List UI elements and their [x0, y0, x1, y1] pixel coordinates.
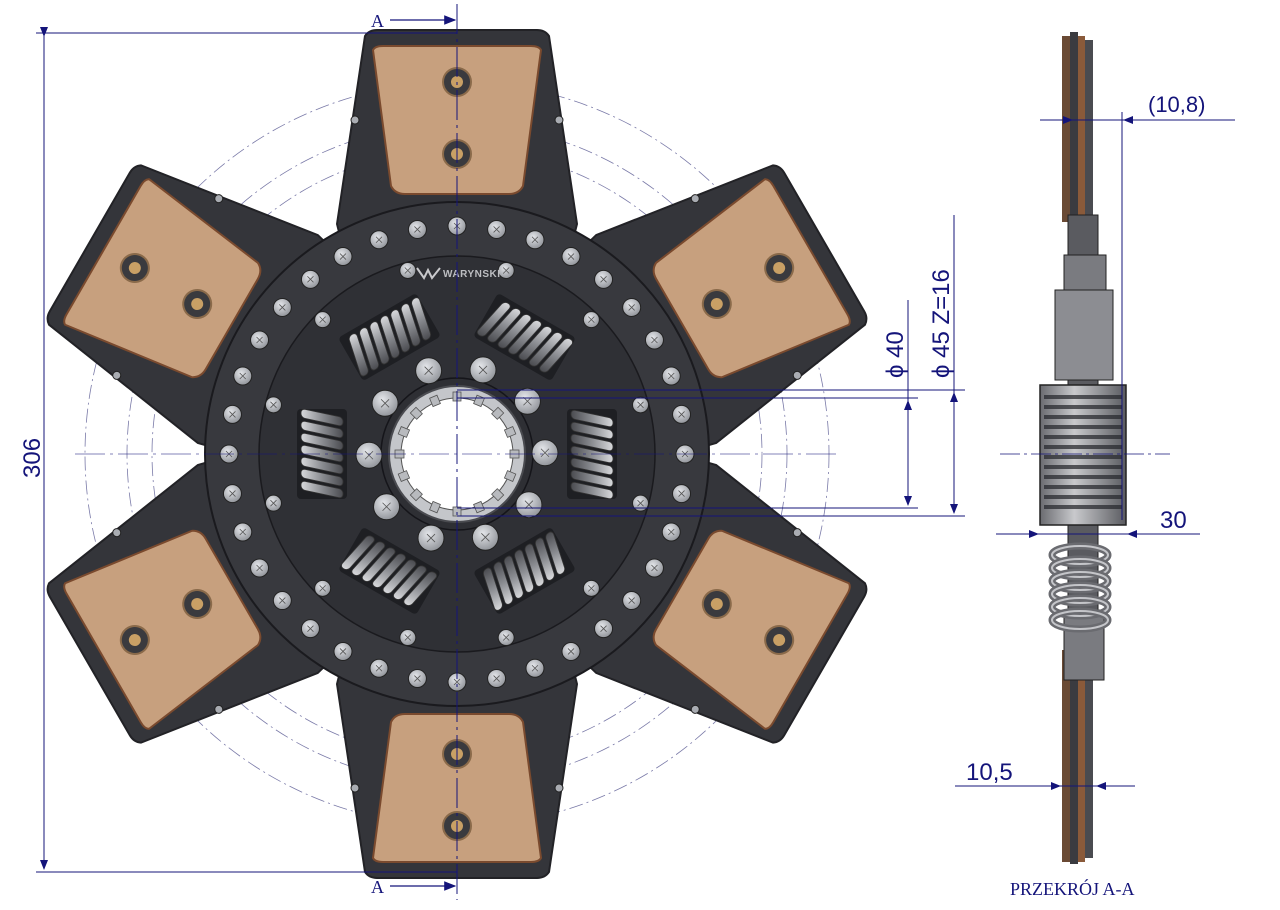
rivet-ring-outer: [219, 216, 695, 692]
section-marker-top: A: [371, 11, 457, 31]
dimension-306-label: 306: [19, 438, 46, 478]
friction-pad: [652, 178, 851, 379]
friction-pad: [652, 529, 851, 730]
section-pad-top: [1062, 36, 1070, 222]
section-spring: [1048, 542, 1112, 633]
section-title: PRZEKRÓJ A-A: [1010, 878, 1135, 899]
dimension-10-5-label: 10,5: [966, 759, 1013, 786]
brand-logo: WARYNSKI: [416, 267, 501, 280]
hub-rivets: [355, 356, 559, 552]
section-letter-bottom: A: [371, 877, 384, 897]
front-view: WARYNSKI A A 306: [19, 4, 965, 900]
damper-spring: [474, 294, 575, 380]
dimension-hub: [457, 215, 965, 517]
hub-splines: [394, 391, 520, 517]
section-view: (10,8) 30 10,5 PRZEKRÓJ A-A: [955, 32, 1235, 899]
damper-spring: [339, 294, 440, 380]
section-letter-top: A: [371, 11, 384, 31]
dimension-phi45-label: ϕ 45 Z=16: [928, 269, 955, 378]
dimension-overall-diameter: [36, 27, 457, 873]
damper-spring: [339, 528, 440, 614]
dimension-phi40-label: ϕ 40: [882, 331, 909, 378]
damper-spring: [474, 528, 575, 614]
dimension-pad-thickness: [1040, 112, 1235, 520]
dimension-30-label: 30: [1160, 507, 1187, 534]
friction-pad: [63, 178, 262, 379]
damper-spring: [297, 408, 347, 499]
section-pad-bottom: [1062, 650, 1070, 862]
dimension-10-8-label: (10,8): [1148, 92, 1205, 117]
brand-logo-text: WARYNSKI: [443, 269, 501, 280]
friction-pad: [63, 529, 262, 730]
rivet-ring-inner: [264, 261, 650, 647]
section-marker-bottom: A: [371, 877, 457, 897]
